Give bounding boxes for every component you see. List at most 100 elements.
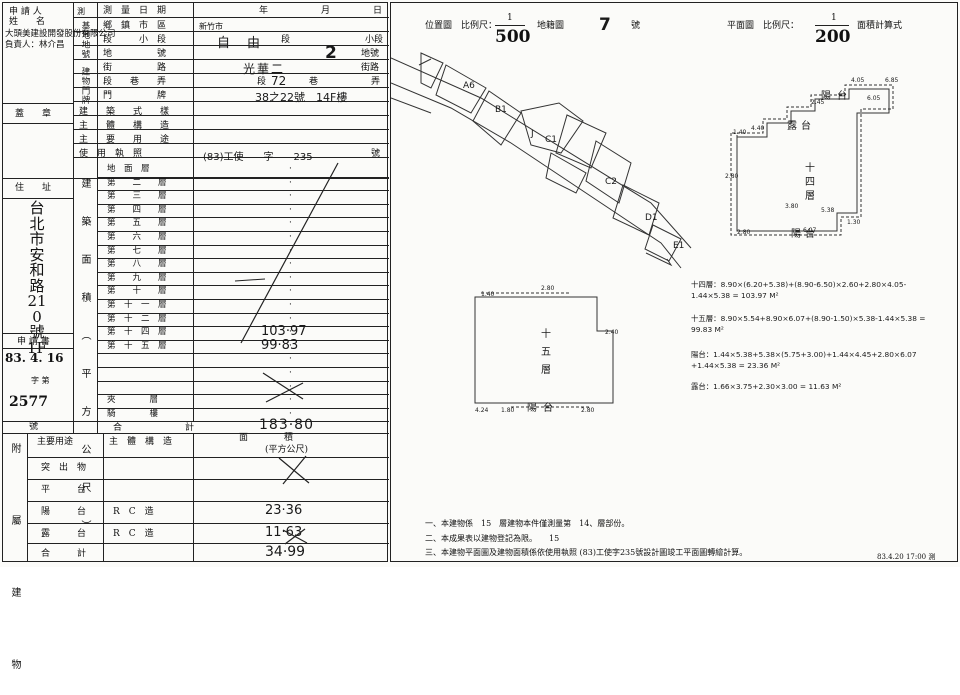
plan-label: 陽 (821, 91, 831, 102)
floor-dot: · (289, 232, 292, 242)
floor-row-line (97, 326, 389, 328)
dimension-label: 2.40 (605, 329, 619, 336)
doorplate-label: 建物門牌 (80, 67, 90, 105)
annex-area: 23·36 (265, 503, 303, 518)
floor-dot: · (289, 272, 292, 283)
cadastral-suffix: 號 (631, 21, 641, 31)
annex-row-line (27, 457, 389, 458)
floor-label: 第 十 四 層 (107, 327, 167, 338)
lot-suffix: 地號 (361, 49, 380, 59)
record-table: 申 請 人 姓 名 大頭美建設開發股份有限公司 負責人：林介昌 蓋 章 住 址 … (2, 2, 389, 695)
floor-dot: · (289, 218, 292, 229)
row-line (73, 45, 389, 46)
applicant-name: 大頭美建設開發股份有限公司 負責人：林介昌 (5, 29, 116, 50)
floor-row-line (97, 217, 389, 219)
floor-dot: · (289, 354, 292, 365)
floor-dot: · (289, 164, 292, 174)
floor-row-line (97, 312, 389, 314)
day-label: 日 (373, 6, 383, 16)
row-line (73, 87, 389, 88)
annex-header-area: 面 積 (239, 433, 294, 443)
row-line (73, 157, 389, 158)
plan-label: 十 (805, 163, 815, 174)
month-label: 月 (321, 6, 331, 16)
area-formula: 陽台：1.44×5.38+5.38×(5.75+3.00)+1.44×4.45+… (691, 350, 917, 370)
location-scale-den: 500 (495, 27, 531, 47)
survey-date-text: 測 量 日 期 (103, 6, 167, 16)
cadastral-label: 地籍圖 (537, 21, 565, 31)
total-label: 合 計 (113, 423, 195, 433)
floor-label: 第 六 層 (107, 232, 167, 242)
section-suffix: 段 (281, 35, 291, 45)
permit-suffix: 號 (371, 149, 381, 159)
door-value: 38之22號 14F樓 (255, 91, 348, 104)
seal-label: 蓋 章 (15, 109, 52, 119)
dimension-label: 3.80 (785, 203, 799, 210)
floor-label: 第 九 層 (107, 272, 167, 283)
site-label: 基地地號 (80, 21, 90, 59)
plan-label: 陽 (527, 403, 537, 414)
row-line (73, 73, 389, 74)
structure-label: 主 體 構 造 (79, 121, 170, 131)
row-line (73, 143, 389, 144)
annex-header-use: 主要用途 (37, 437, 74, 447)
door-label: 門 牌 (103, 91, 167, 101)
apply-no-suffix: 號 (29, 422, 39, 432)
dimension-label: 4.05 (851, 77, 865, 84)
parcel-label: C1 (545, 135, 558, 145)
floor-label: 第 二 層 (107, 177, 167, 188)
annex-area: 11·63 (265, 525, 303, 540)
dimension-label: 4.24 (475, 407, 489, 414)
annex-use: 突 出 物 (41, 463, 87, 473)
address-value: 台北市安和路210號1F (27, 199, 47, 357)
area-formula: 十五層：8.90×5.54+8.90×6.07+(8.90-1.50)×5.38… (691, 314, 926, 334)
floor-dot: · (289, 395, 292, 406)
area-formula: 十四層：8.90×(6.20+5.38)+(8.90-6.50)×2.60+2.… (691, 280, 907, 300)
annex-header-structure: 主 體 構 造 (109, 437, 173, 447)
row-line (73, 129, 389, 130)
floor-row-line (97, 394, 389, 396)
plan-label: 五 (541, 347, 551, 358)
floor-label: 第 七 層 (107, 245, 167, 256)
floor-row-line (97, 190, 389, 192)
floor-area-value: 103·97 (261, 324, 307, 340)
annex-total-label: 合 計 (41, 549, 87, 559)
lot-value: 2 (325, 43, 337, 63)
floor-label: 第 十 層 (107, 286, 167, 297)
district-value: 新竹市 (199, 22, 223, 31)
floor-row-line (97, 258, 389, 260)
annex-row-line (27, 523, 389, 524)
annex-use: 陽 台 (41, 507, 87, 517)
plan-label: 層 (541, 365, 551, 376)
floor-row-line (97, 407, 389, 409)
dimension-label: 5.38 (821, 207, 835, 214)
floor-row-line (97, 353, 389, 355)
location-map (391, 52, 692, 269)
floor-row-line (97, 299, 389, 300)
plan-scale-num: 1 (831, 13, 837, 23)
parcel-label: J (531, 129, 534, 139)
area-group-label: 建築面積（平方公尺） (79, 178, 90, 558)
subsection-suffix: 小段 (365, 35, 384, 45)
dimension-label: 6.07 (803, 227, 817, 234)
annex-row-line (27, 501, 389, 502)
plan-scale-den: 200 (815, 27, 851, 47)
parcel-label: B1 (495, 105, 507, 115)
apply-date-value: 83. 4. 16 (5, 351, 64, 365)
dimension-label: 2.45 (811, 99, 825, 106)
applicant-label: 申 請 人 姓 名 (9, 7, 46, 27)
floor-row-line (97, 367, 389, 368)
note-line: 一、本建物係 15 層建物本件僅測量第 14、層部份。 (425, 519, 630, 528)
drawings-svg (391, 52, 894, 408)
dimension-label: 6.85 (885, 77, 899, 84)
dimension-label: 1.40 (481, 291, 495, 298)
note-line: 二、本成果表以建物登記為限。 15 (425, 534, 560, 543)
floor-dot: · (289, 300, 292, 310)
location-scale-num: 1 (507, 13, 513, 23)
lane-prefix: 段 (257, 77, 267, 87)
floor-row-line (97, 231, 389, 232)
address-label: 住 址 (15, 183, 52, 193)
location-title: 位置圖 比例尺： (425, 21, 498, 31)
lane-label: 段 巷 弄 (103, 77, 167, 87)
